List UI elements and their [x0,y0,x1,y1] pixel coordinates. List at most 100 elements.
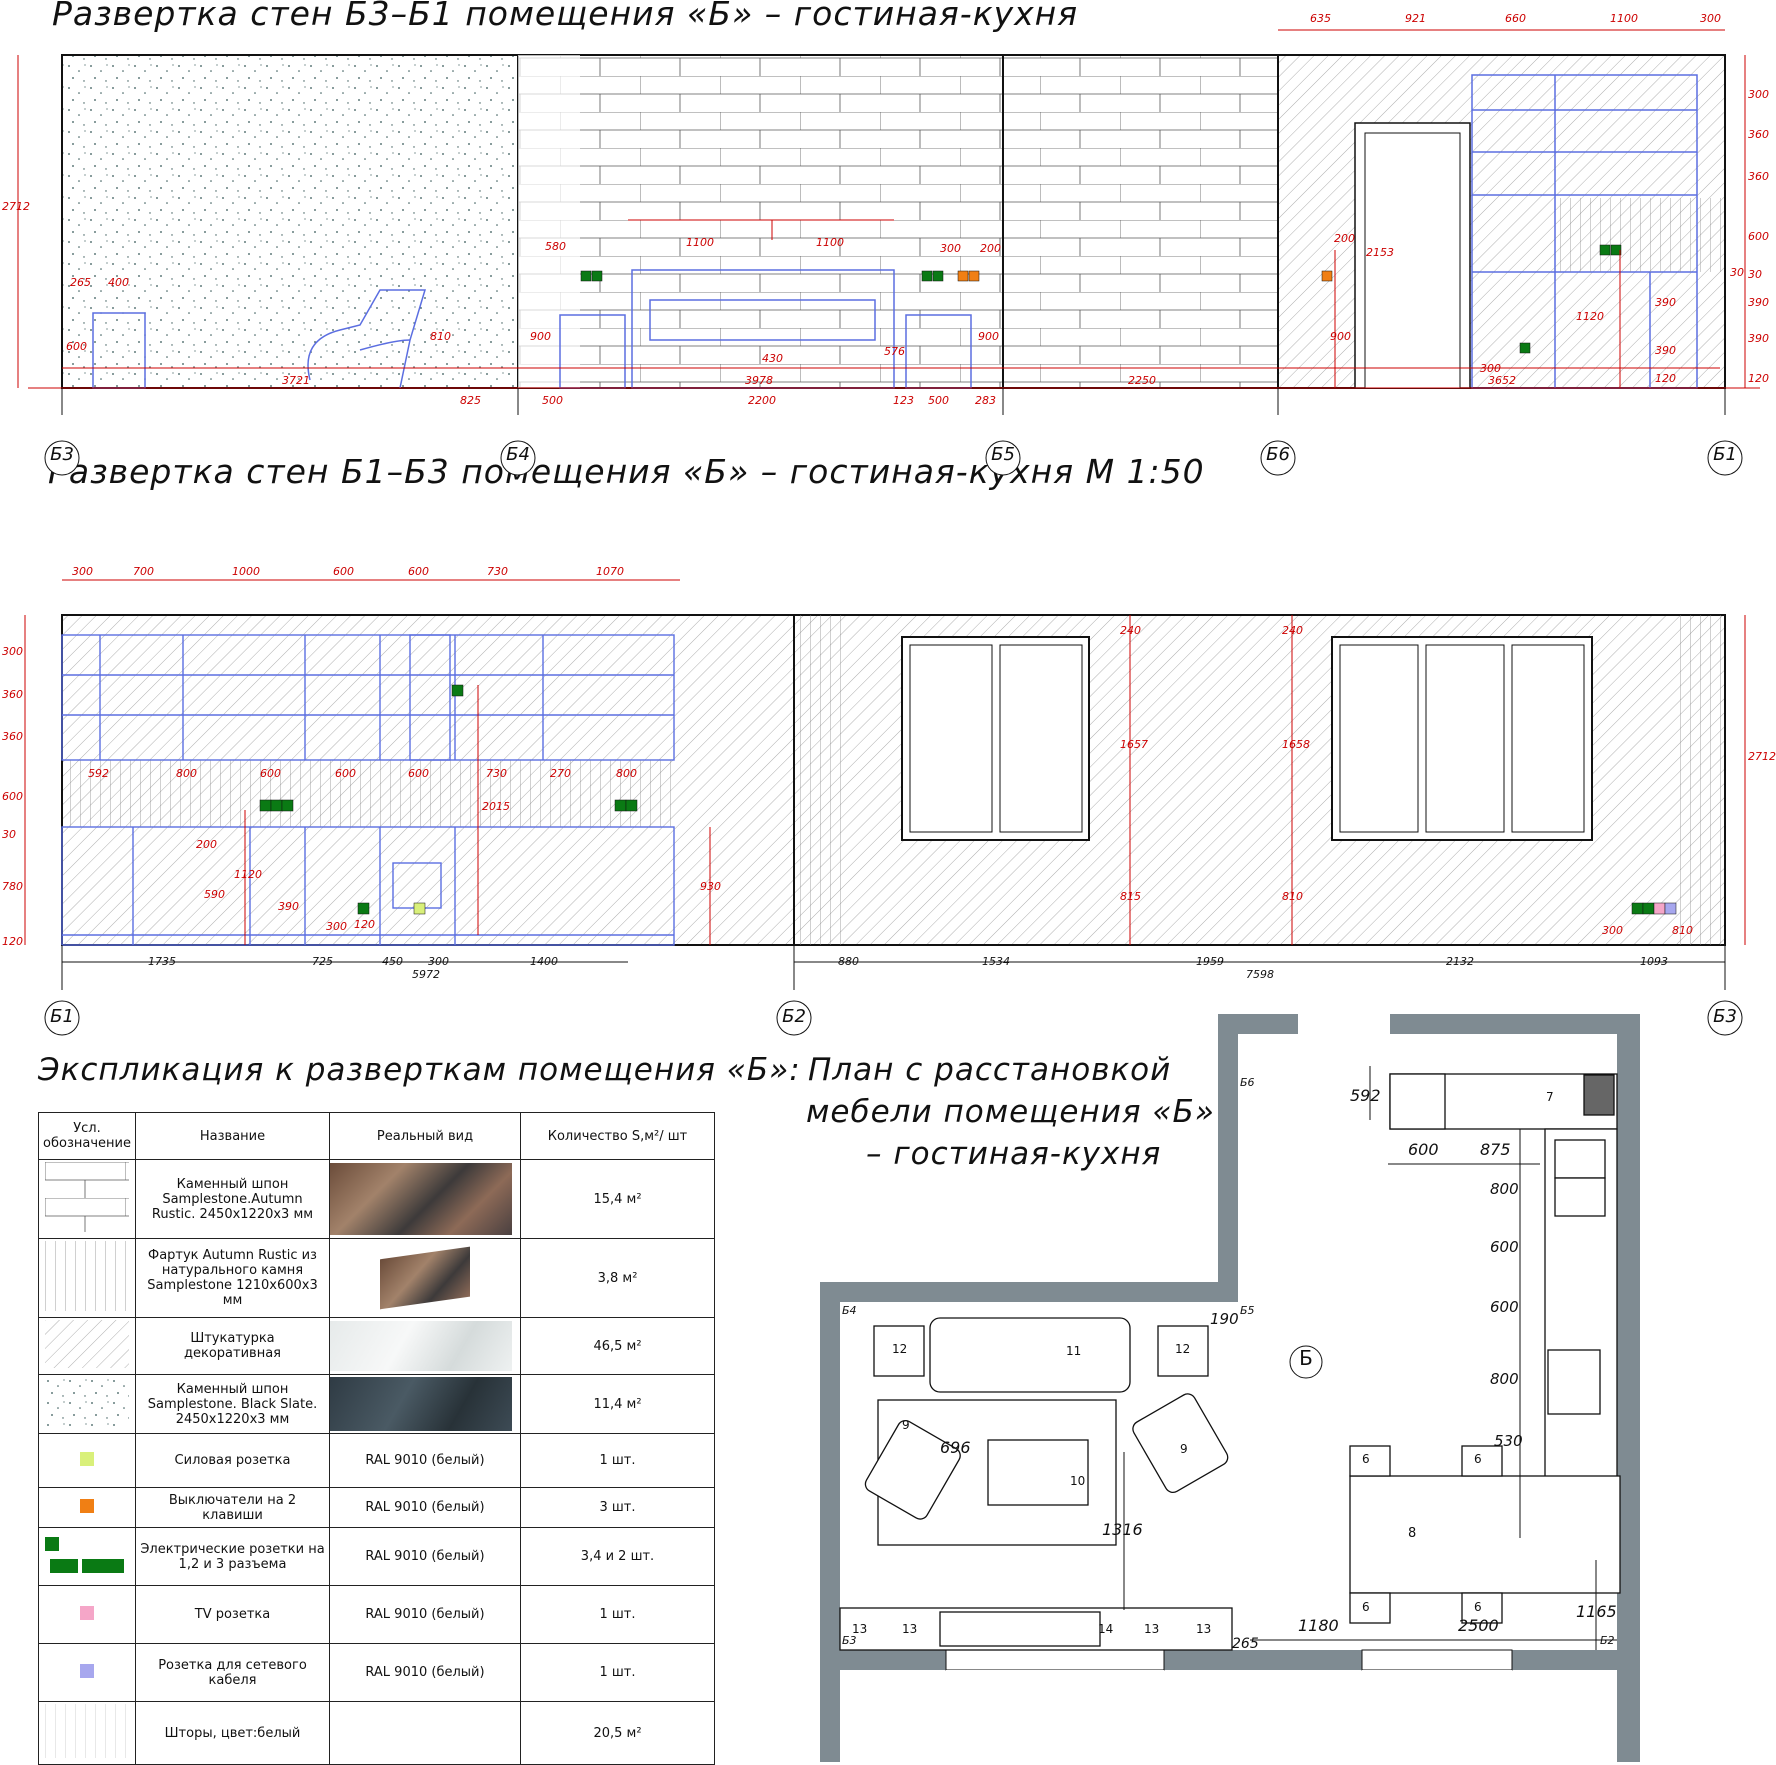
row-name: Выключатели на 2 клавиши [135,1487,330,1528]
row-qty: 46,5 м² [520,1317,715,1375]
marker: 13 [852,1622,868,1636]
axis-label: Б3 [1713,1006,1737,1027]
plan-dim: 600 [1490,1238,1519,1256]
dim: 300 [1602,924,1623,937]
dim: 576 [884,345,905,358]
row-view: RAL 9010 (белый) [329,1527,521,1586]
explication-table: Усл. обозначение Название Реальный вид К… [38,1112,715,1765]
dim: 1100 [686,236,714,249]
dim: 300 [2,645,23,658]
dim: 635 [1310,12,1331,25]
dim: 450 [382,955,403,968]
row-qty: 1 шт. [520,1585,715,1644]
dim: 30 [1748,268,1762,281]
symbol-sockets [38,1527,136,1586]
dim: 2712 [1748,750,1776,763]
power-socket-icon [80,1451,94,1466]
plan-axis: Б2 [1600,1634,1615,1647]
dim: 30 [1730,266,1744,279]
dim: 600 [2,790,23,803]
dim: 300 [72,565,93,578]
plan-dim: 800 [1490,1180,1519,1198]
dim: 360 [1748,128,1769,141]
row-view [329,1374,521,1434]
explication-title: Экспликация к разверткам помещения «Б»: [38,1052,801,1088]
row-qty: 3 шт. [520,1487,715,1528]
dim: 600 [260,767,281,780]
dim: 1070 [596,565,624,578]
plan-title-line-1: План с расстановкой [808,1052,1172,1088]
row-view [329,1317,521,1375]
symbol-vlines [38,1238,136,1318]
marker: 14 [1098,1622,1114,1636]
dim: 590 [204,888,225,901]
dim: 2250 [1128,374,1156,387]
dim: 270 [550,767,571,780]
dim: 1100 [1610,12,1638,25]
header-symbol: Усл. обозначение [38,1112,136,1160]
dim: 1959 [1196,955,1224,968]
socket-1-icon [45,1536,59,1551]
dim: 2712 [2,200,30,213]
row-view [329,1238,521,1318]
row-name: Каменный шпон Samplestone. Black Slate. … [135,1374,330,1434]
socket-2-icon [49,1558,78,1573]
dim: 200 [196,838,217,851]
row-name: TV розетка [135,1585,330,1644]
dim: 390 [1655,344,1676,357]
dim: 300 [1748,88,1769,101]
dim: 200 [980,242,1001,255]
plan-dim: 1180 [1298,1616,1339,1635]
plan-dim: 592 [1350,1086,1381,1105]
dim: 800 [176,767,197,780]
switch-icon [80,1498,94,1513]
row-name: Каменный шпон Samplestone.Autumn Rustic.… [135,1159,330,1239]
plan-dim: 1165 [1576,1602,1617,1621]
dim: 1735 [148,955,176,968]
marker: 10 [1070,1474,1086,1488]
axis-label: Б5 [991,444,1015,465]
dim: 300 [428,955,449,968]
row-qty: 1 шт. [520,1433,715,1488]
dim: 1000 [232,565,260,578]
slate-photo [330,1377,512,1431]
dim: 580 [545,240,566,253]
dim: 30 [2,828,16,841]
plaster-photo [330,1321,512,1371]
elevation-1-drawing [17,29,1760,476]
marker: 12 [1175,1342,1191,1356]
dim: 360 [2,730,23,743]
plan-dim: 600 [1490,1298,1519,1316]
tv-socket-icon [80,1605,94,1620]
symbol-power-socket [38,1433,136,1488]
dim: 2153 [1366,246,1394,259]
dim: 5972 [412,968,440,981]
marker: 13 [1144,1622,1160,1636]
row-name: Электрические розетки на 1,2 и 3 разъема [135,1527,330,1586]
marker: 6 [1362,1452,1370,1466]
plan-dim: 2500 [1458,1616,1499,1635]
row-name: Силовая розетка [135,1433,330,1488]
marker: 6 [1474,1452,1482,1466]
row-qty: 3,8 м² [520,1238,715,1318]
axis-label: Б1 [1713,444,1737,465]
dim: 1534 [982,955,1010,968]
dim: 390 [278,900,299,913]
elevation-2-drawing [24,579,1746,1036]
dim: 810 [1672,924,1693,937]
dim: 3978 [745,374,773,387]
dim: 900 [530,330,551,343]
dim: 930 [700,880,721,893]
network-socket-icon [80,1663,94,1678]
plan-axis: Б4 [842,1304,857,1317]
symbol-brick [38,1159,136,1239]
stone-photo [330,1163,512,1235]
marker: 9 [902,1418,910,1432]
elevation-1-axis-labels: Б3 Б4 Б5 Б6 Б1 [46,444,1766,474]
symbol-network-socket [38,1643,136,1702]
dim: 500 [542,394,563,407]
dim: 3721 [282,374,310,387]
plan-dim: 530 [1494,1432,1523,1450]
row-view: RAL 9010 (белый) [329,1433,521,1488]
row-name: Розетка для сетевого кабеля [135,1643,330,1702]
